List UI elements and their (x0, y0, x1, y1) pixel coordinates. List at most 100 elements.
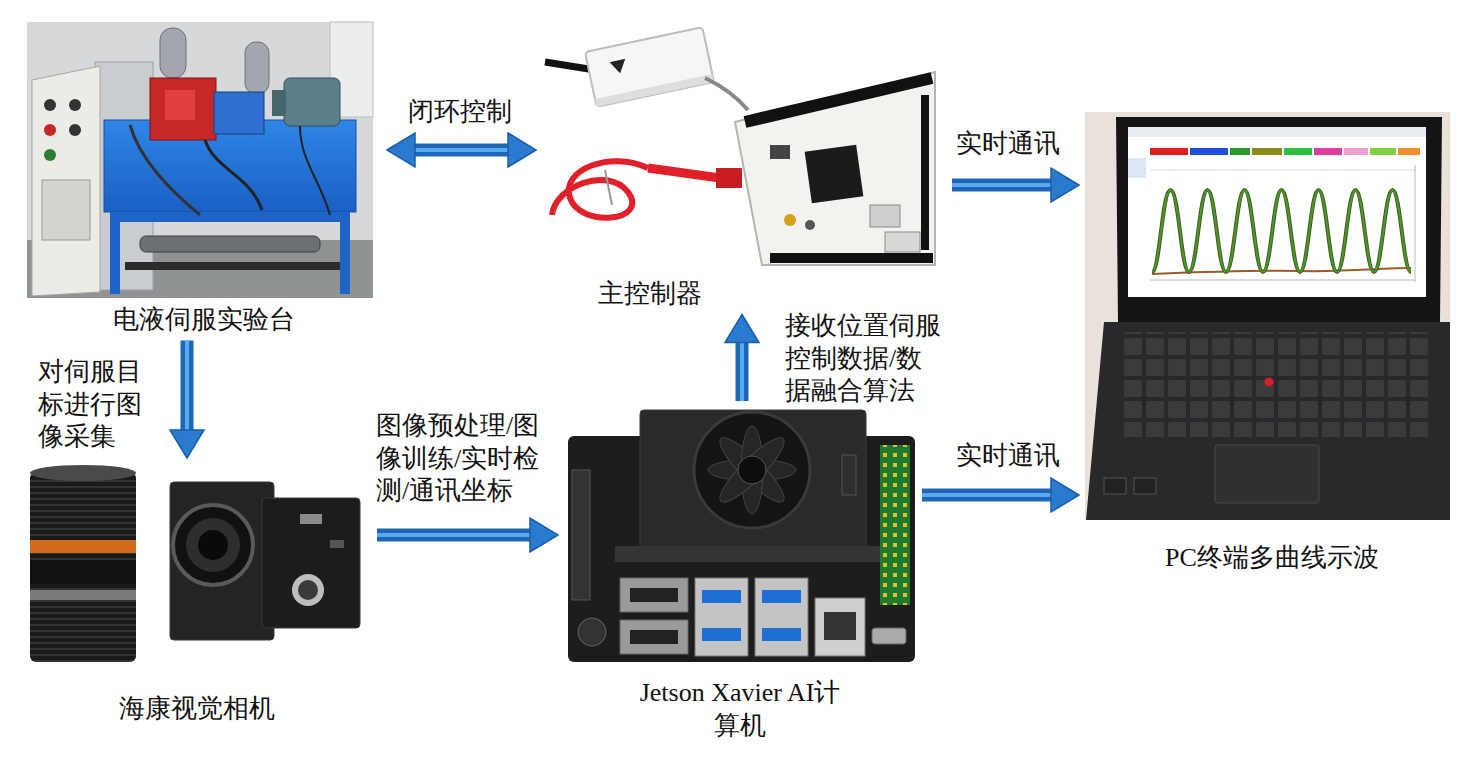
camera-photo-part (198, 530, 228, 560)
node-caption: Jetson Xavier AI计算机 (635, 677, 845, 742)
camera-photo-part (298, 580, 318, 600)
photo-area (1083, 110, 1461, 522)
edge-label: 实时通讯 (952, 128, 1064, 161)
laptop-photo-part (1284, 148, 1312, 155)
laptop-photo-part (1150, 148, 1188, 155)
jetson-photo-part (880, 445, 910, 605)
camera-photo (30, 465, 360, 662)
controller-photo-part (805, 220, 815, 230)
photo-node: PC终端多曲线示波 (1083, 110, 1461, 575)
camera-photo-part (292, 574, 324, 606)
jetson-photo-part (702, 628, 741, 641)
test-bench-photo-part (340, 212, 350, 294)
laptop-photo-part (1150, 280, 1415, 281)
jetson-photo-part (620, 620, 688, 654)
edge-label: 对伺服目标进行图像采集 (38, 356, 150, 454)
controller-photo-part-part (595, 74, 714, 107)
arrow-shaft (922, 489, 1053, 502)
controller-photo-part (770, 145, 790, 159)
camera-photo-part (30, 560, 136, 584)
edge-label: 实时通讯 (952, 440, 1064, 473)
photo-node: Jetson Xavier AI计算机 (562, 405, 918, 742)
laptop-photo-part (1134, 478, 1156, 494)
arrow-head (1051, 168, 1079, 202)
arrow-head (725, 315, 759, 343)
laptop-photo-part (1265, 378, 1274, 387)
arrow-shaft (413, 144, 510, 157)
camera-photo-part (170, 482, 274, 640)
arrow-shaft (952, 179, 1053, 192)
controller-photo-part (805, 145, 864, 204)
flow-arrow (725, 315, 759, 402)
controller-photo-part (870, 205, 900, 227)
arrow-head (170, 430, 204, 458)
flow-arrow (922, 478, 1079, 512)
controller-photo-part (605, 170, 612, 205)
photo-node: 电液伺服实验台 (25, 20, 383, 337)
test-bench-photo-part (165, 90, 195, 120)
camera-photo-part (186, 518, 240, 572)
test-bench-photo-part (140, 236, 320, 252)
controller-photo-part (770, 253, 933, 263)
camera-photo-part (330, 540, 344, 548)
flow-arrow (377, 518, 558, 552)
node-caption: PC终端多曲线示波 (1083, 542, 1461, 575)
controller-photo-part (716, 168, 742, 188)
arrow-head (530, 518, 558, 552)
jetson-photo-part (630, 588, 678, 602)
laptop-photo-part (1398, 148, 1420, 155)
arrow-shaft-highlight (185, 341, 189, 433)
flow-arrow (387, 133, 536, 167)
test-bench-photo-part (300, 126, 330, 215)
test-bench-photo-part (44, 149, 56, 161)
photo-area (540, 20, 948, 272)
arrow-shaft (377, 529, 532, 542)
test-bench-photo-part (214, 92, 264, 134)
jetson-photo-part (842, 455, 856, 495)
camera-photo-part (300, 514, 322, 524)
controller-photo-part (585, 27, 714, 107)
test-bench-photo-part (110, 212, 120, 294)
arrow-shaft (736, 341, 749, 402)
test-bench-photo-part (69, 99, 81, 111)
arrow-head (387, 133, 415, 167)
arrow-head (1051, 478, 1079, 512)
test-bench-photo-part (42, 180, 90, 240)
controller-photo-part (885, 232, 920, 252)
photo-node: 主控制器 (540, 20, 948, 311)
node-caption: 电液伺服实验台 (25, 304, 383, 337)
laptop-photo-part (1152, 190, 1411, 272)
laptop-photo-part (1152, 190, 1411, 272)
photo-node: 海康视觉相机 (20, 462, 373, 726)
camera-photo-part (30, 540, 136, 553)
jetson-photo-part (872, 628, 906, 644)
laptop-photo-part (1370, 148, 1396, 155)
test-bench-photo-part (150, 78, 216, 140)
controller-photo-part (552, 161, 648, 218)
laptop-photo-part (1086, 322, 1450, 520)
controller-photo-part (784, 214, 796, 226)
jetson-photo-part-part (713, 431, 791, 509)
jetson-photo-part (615, 546, 890, 562)
test-bench-photo-part (284, 78, 340, 126)
edge-label: 闭环控制 (404, 96, 516, 129)
arrow-shaft-highlight (952, 183, 1053, 187)
photo-area (20, 462, 373, 667)
controller-photo-part-part (610, 59, 628, 75)
jetson-photo-part (620, 578, 688, 612)
test-bench-photo (27, 22, 373, 298)
jetson-photo-part-part (738, 456, 766, 484)
camera-photo-part (30, 472, 136, 662)
jetson-photo-part (824, 612, 856, 640)
test-bench-photo-part (125, 262, 340, 270)
jetson-photo-part (694, 412, 810, 528)
laptop-photo-part (1190, 148, 1228, 155)
test-bench-photo-part (110, 212, 350, 222)
node-caption: 海康视觉相机 (20, 693, 373, 726)
jetson-photo-part (695, 578, 748, 656)
laptop-photo-part (1128, 127, 1426, 297)
controller-photo-part (745, 78, 932, 122)
laptop-photo (1085, 112, 1450, 520)
